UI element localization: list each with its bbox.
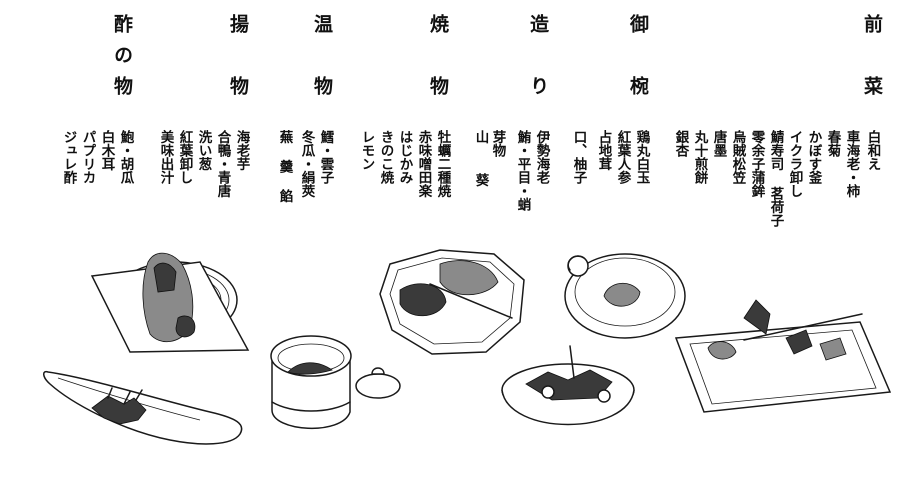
menu-item-hajikami: はじかみ bbox=[396, 130, 413, 184]
menu-item-yuzu: 口、柚子 bbox=[570, 130, 587, 184]
menu-item-tsuma: 芽物 bbox=[489, 130, 506, 157]
course-title-sunomono: 酢の物 bbox=[111, 14, 133, 107]
menu-item-dashi: 美味出汁 bbox=[157, 130, 174, 184]
yakimono-octagonal-box-illustration bbox=[379, 249, 525, 355]
menu-item-momiji: 紅葉卸し bbox=[176, 130, 193, 184]
menu-item-sansho: 山 葵 bbox=[472, 130, 489, 187]
menu-item-misodengaku: 赤味噌田楽 bbox=[415, 130, 432, 198]
course-title-agemono: 揚 物 bbox=[227, 14, 249, 107]
menu-item-iseebi: 伊勢海老 bbox=[533, 130, 550, 184]
menu-item-sabazushi: 鯖寿司 茗荷子 bbox=[767, 130, 784, 227]
tsukuri-bowl-illustration bbox=[501, 345, 635, 426]
menu-item-kinoko: きのこ焼 bbox=[377, 130, 394, 184]
menu-item-karasumi: 唐墨 bbox=[710, 130, 727, 157]
menu-item-jelly: ジュレ酢 bbox=[60, 130, 77, 184]
course-title-yakimono: 焼 物 bbox=[427, 14, 449, 107]
menu-item-arai: 洗い葱 bbox=[195, 130, 212, 171]
menu-item-shiitake: 占地茸 bbox=[595, 130, 612, 171]
course-title-owan: 御 椀 bbox=[627, 14, 649, 107]
menu-item-kikurage: 白木耳 bbox=[98, 130, 115, 171]
nimono-lidded-pot-illustration bbox=[270, 335, 401, 430]
menu-item-shungiku: 春菊 bbox=[824, 130, 841, 157]
owan-bowl-illustration bbox=[564, 253, 686, 339]
menu-item-kabura: 蕪 羹 餡 bbox=[276, 130, 293, 203]
menu-item-katsuo: 鮪・平目・蛸 bbox=[514, 130, 531, 211]
menu-item-ika: 烏賊松笠 bbox=[729, 130, 746, 184]
menu-item-kamo: 合鴨・青唐 bbox=[214, 130, 231, 198]
menu-item-ebi: 車海老・柿 bbox=[843, 130, 860, 198]
menu-item-ebiimo: 海老芋 bbox=[233, 130, 250, 171]
menu-item-tara: 鱈・雲子 bbox=[317, 130, 334, 184]
menu-item-shiraae: 白和え bbox=[864, 130, 881, 171]
menu-item-ginnan: 銀杏 bbox=[672, 130, 689, 157]
menu-item-paprika: パプリカ bbox=[79, 130, 96, 184]
sunomono-boat-dish-illustration bbox=[43, 370, 243, 445]
menu-item-tori: 鶏丸白玉 bbox=[633, 130, 650, 184]
menu-item-kaki: 牡蠣二種焼 bbox=[434, 130, 451, 198]
menu-item-marujuu: 丸十煎餅 bbox=[691, 130, 708, 184]
menu-item-mukago: 零余子蒲鉾 bbox=[748, 130, 765, 198]
menu-item-lemon: レモン bbox=[358, 130, 375, 171]
course-title-tsukuri: 造 り bbox=[527, 14, 549, 107]
menu-item-awabi: 鮑・胡瓜 bbox=[117, 130, 134, 184]
menu-item-kabosu: かぼす釜 bbox=[805, 130, 822, 184]
course-title-zensai: 前 菜 bbox=[861, 14, 883, 107]
menu-item-ikura: イクラ卸し bbox=[786, 130, 803, 198]
course-title-nimono: 温 物 bbox=[311, 14, 333, 107]
menu-item-togan: 冬瓜・絹莢 bbox=[298, 130, 315, 198]
menu-item-ninjin: 紅葉人参 bbox=[614, 130, 631, 184]
agemono-plate-illustration bbox=[90, 252, 250, 353]
zensai-tray-illustration bbox=[674, 299, 892, 413]
